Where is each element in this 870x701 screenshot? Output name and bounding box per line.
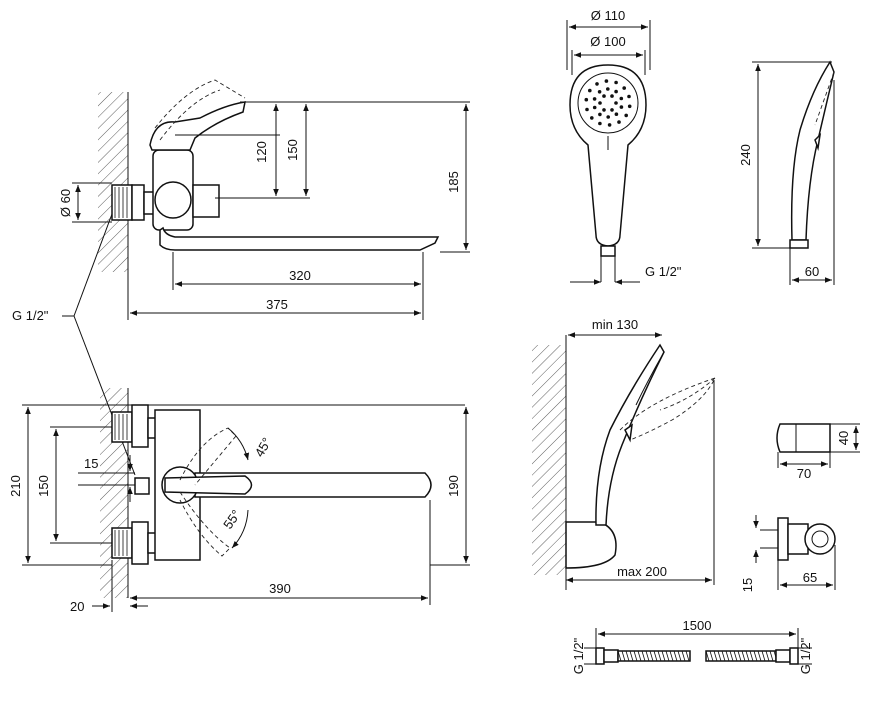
wall-hatch-side (98, 92, 128, 272)
shower-depth: 60 (805, 264, 819, 279)
hose-thread-right: G 1/2" (798, 637, 813, 674)
hose-coil-right (705, 650, 778, 662)
top-view-mixer (22, 388, 470, 612)
nozzle-dots (584, 79, 632, 127)
dim-spout-width: 190 (446, 475, 461, 497)
bracket-width: 70 (797, 466, 811, 481)
hose-coil-left (617, 650, 690, 662)
shower-inner-diameter: Ø 100 (590, 34, 625, 49)
dim-lever-height: 120 (254, 141, 269, 163)
dim-body-height: 150 (285, 139, 300, 161)
hand-shower-front (566, 20, 651, 285)
dim-spout-reach: 390 (269, 581, 291, 596)
inlet-thread-label: G 1/2" (12, 308, 49, 323)
angle-up-label: 45° (252, 435, 275, 460)
wall-hatch-holder (532, 345, 566, 575)
wall-mount-view (753, 515, 836, 590)
dim-total-length: 375 (266, 297, 288, 312)
shower-thread-label: G 1/2" (645, 264, 682, 279)
mount-width: 65 (803, 570, 817, 585)
dim-eccentric: 15 (84, 456, 98, 471)
side-view-mixer (72, 79, 470, 320)
hose-length: 1500 (683, 618, 712, 633)
bracket-view (776, 423, 860, 468)
dim-flange-diameter: Ø 60 (58, 189, 73, 217)
hose-thread-left: G 1/2" (571, 637, 586, 674)
angle-down-label: 55° (220, 507, 244, 532)
dim-top-total-width: 210 (8, 475, 23, 497)
dim-spout-length: 320 (289, 268, 311, 283)
bracket-height: 40 (836, 431, 851, 445)
shower-holder-view (532, 332, 716, 590)
mount-offset: 15 (740, 578, 755, 592)
shower-outer-diameter: Ø 110 (591, 8, 625, 23)
shower-hose (584, 628, 812, 665)
shower-height: 240 (738, 144, 753, 166)
dim-inlet-spacing: 150 (36, 475, 51, 497)
dim-total-height: 185 (446, 171, 461, 193)
hand-shower-side (752, 60, 835, 285)
holder-max-distance: max 200 (617, 564, 667, 579)
holder-min-distance: min 130 (592, 317, 638, 332)
dim-wall-offset: 20 (70, 599, 84, 614)
